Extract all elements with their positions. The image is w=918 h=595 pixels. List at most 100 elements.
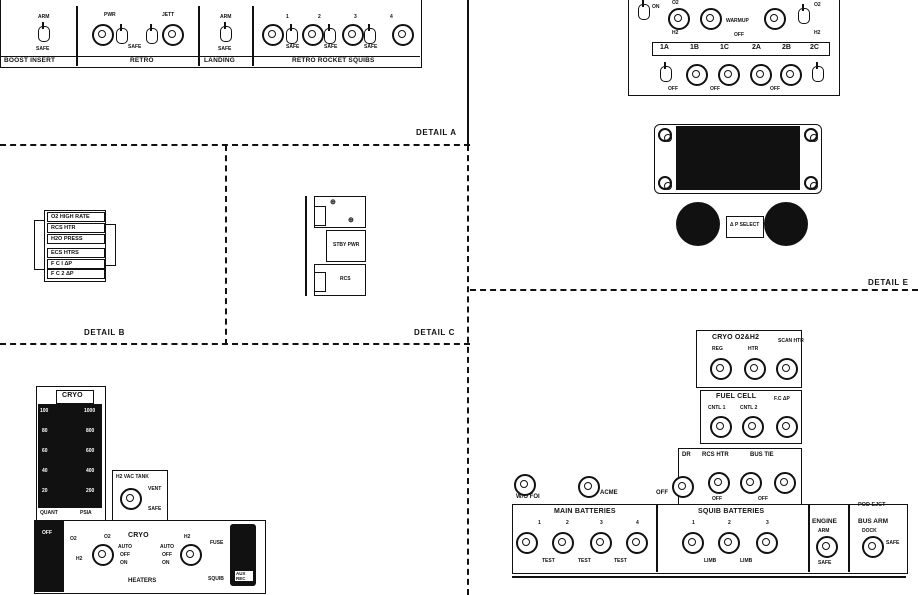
main-batteries-label: MAIN BATTERIES <box>554 508 616 515</box>
squib-knob-1[interactable] <box>262 24 284 46</box>
cryo-o2h2-label: CRYO O2&H2 <box>712 334 760 341</box>
divider-detail-bc-bottom <box>0 343 470 345</box>
detail-e-label-2a: 2A <box>752 44 761 51</box>
cryo-htr-knob[interactable] <box>744 358 766 380</box>
detail-a-bottom-rule <box>0 56 420 57</box>
boost-insert-toggle[interactable] <box>38 22 50 42</box>
detail-e-meter-screw-left-bottom <box>658 176 672 190</box>
detail-e-label-1b: 1B <box>690 44 699 51</box>
fuel-cell-cntl2-knob[interactable] <box>742 416 764 438</box>
cryo-left-scale-100: 100 <box>40 408 49 414</box>
squib-knob-4[interactable] <box>392 24 414 46</box>
fc-dp-label: F.C ΔP <box>774 396 790 402</box>
detail-a-separator-1 <box>76 6 78 66</box>
flag-rcs-text: RCS <box>340 276 351 282</box>
detail-e-switch-1a[interactable] <box>660 62 672 82</box>
bus-arm-knob[interactable] <box>862 536 884 558</box>
detail-e-selector-right[interactable] <box>764 202 808 246</box>
h2-vac-tank-knob[interactable] <box>120 488 142 510</box>
main-bat-num-4: 4 <box>636 520 639 526</box>
squib-bat-knob-3[interactable] <box>756 532 778 554</box>
cryo-heaters-o2-on: ON <box>120 560 128 566</box>
squib-number-1: 1 <box>286 14 289 20</box>
main-bat-knob-2[interactable] <box>552 532 574 554</box>
retro-jett-toggle[interactable] <box>146 24 158 44</box>
upper-right-knob[interactable] <box>672 476 694 498</box>
cryo-heaters-o2-off: OFF <box>120 552 130 558</box>
main-bat-num-2: 2 <box>566 520 569 526</box>
acme-label: ACME <box>600 490 618 496</box>
main-bat-test-1: TEST <box>542 558 555 564</box>
squib-toggle-1[interactable] <box>286 24 298 44</box>
cryo-heaters-h2-knob[interactable] <box>180 544 202 566</box>
cryo-heaters-h2-on: ON <box>162 560 170 566</box>
group-landing: LANDING <box>204 57 236 64</box>
scan-htr-knob[interactable] <box>776 358 798 380</box>
detail-e-warmup-knob-left[interactable] <box>700 8 722 30</box>
detail-e-label-1a: 1A <box>660 44 669 51</box>
detail-e-off-label-1: OFF <box>668 86 678 92</box>
detail-e-right-toggle[interactable] <box>798 4 810 24</box>
detail-e-o2-label-right: O2 <box>814 2 821 8</box>
retro-pwr-knob[interactable] <box>92 24 114 46</box>
bus-tie-knob-2[interactable] <box>774 472 796 494</box>
detail-e-knob-1c[interactable] <box>718 64 740 86</box>
divider-right-mid <box>467 145 469 595</box>
detail-e-o2-knob[interactable] <box>668 8 690 30</box>
cryo-heaters-o2-auto: AUTO <box>118 544 133 550</box>
cryo-heaters-o2-switch-label: O2 <box>104 534 111 540</box>
engine-arm-knob[interactable] <box>816 536 838 558</box>
retro-pwr-toggle[interactable] <box>116 24 128 44</box>
squib-knob-2[interactable] <box>302 24 324 46</box>
main-bat-knob-3[interactable] <box>590 532 612 554</box>
detail-e-knob-2a[interactable] <box>750 64 772 86</box>
bus-arm-dock-label: DOCK <box>862 528 877 534</box>
squib-bat-knob-1[interactable] <box>682 532 704 554</box>
detail-e-switch-2c[interactable] <box>812 62 824 82</box>
detail-e-on-toggle[interactable] <box>638 0 650 20</box>
rcs-htr-knob[interactable] <box>708 472 730 494</box>
retro-jett-knob[interactable] <box>162 24 184 46</box>
flag-stby-pwr-text: STBY PWR <box>333 242 360 248</box>
landing-toggle[interactable] <box>220 22 232 42</box>
cryo-heaters-h2-switch-label: H2 <box>184 534 191 540</box>
cryo-right-scale-400: 400 <box>86 468 95 474</box>
wo-foi-knob[interactable] <box>514 474 536 496</box>
scan-htr-label: SCAN HTR <box>778 338 804 344</box>
detail-c-plus-top: ⊕ <box>330 199 336 206</box>
detail-e-warmup-label: WARMUP <box>726 18 749 24</box>
acme-knob[interactable] <box>578 476 600 498</box>
batteries-divider-3 <box>848 504 850 572</box>
squib-safe-label-3: SAFE <box>364 44 378 50</box>
squib-toggle-3[interactable] <box>364 24 376 44</box>
landing-arm-label: ARM <box>220 14 232 20</box>
divider-vertical-upper <box>467 0 469 145</box>
cryo-right-scale-800: 800 <box>86 428 95 434</box>
squib-knob-3[interactable] <box>342 24 364 46</box>
cryo-psia-label: PSIA <box>80 510 92 516</box>
squib-toggle-2[interactable] <box>324 24 336 44</box>
group-retro: RETRO <box>130 57 154 64</box>
fuel-cell-cntl2-label: CNTL 2 <box>740 405 758 411</box>
cryo-right-scale-600: 600 <box>86 448 95 454</box>
cryo-heaters-o2-knob[interactable] <box>92 544 114 566</box>
detail-e-selector-left[interactable] <box>676 202 720 246</box>
main-bat-knob-4[interactable] <box>626 532 648 554</box>
detail-e-meter-screw-right-top <box>804 128 818 142</box>
detail-e-knob-1b[interactable] <box>686 64 708 86</box>
cryo-reg-knob[interactable] <box>710 358 732 380</box>
squib-bat-num-2: 2 <box>728 520 731 526</box>
squib-safe-label-1: SAFE <box>286 44 300 50</box>
flag-h2o-press: H2O PRESS <box>47 234 105 244</box>
detail-e-knob-2b[interactable] <box>780 64 802 86</box>
detail-e-warmup-knob-right[interactable] <box>764 8 786 30</box>
squib-number-3: 3 <box>354 14 357 20</box>
fc-dp-knob[interactable] <box>776 416 798 438</box>
bus-tie-knob-1[interactable] <box>740 472 762 494</box>
fuel-cell-cntl1-knob[interactable] <box>710 416 732 438</box>
detail-c-bracket <box>305 196 307 296</box>
squib-bat-knob-2[interactable] <box>718 532 740 554</box>
detail-a-label: DETAIL A <box>416 128 457 137</box>
main-bat-knob-1[interactable] <box>516 532 538 554</box>
boost-arm-label: ARM <box>38 14 50 20</box>
